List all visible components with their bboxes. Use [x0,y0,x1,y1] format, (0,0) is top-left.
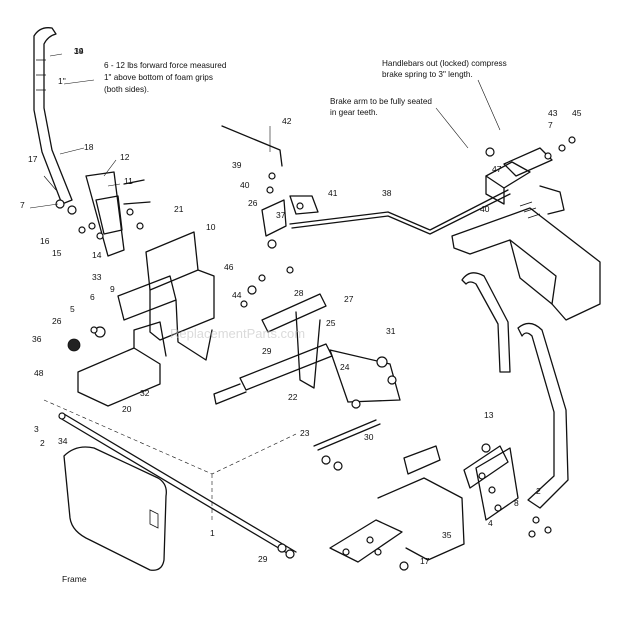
callout-29: 29 [258,554,268,564]
callout-36: 36 [32,334,42,344]
callout-48: 48 [34,368,44,378]
callout-38: 38 [382,188,392,198]
callout-40: 40 [240,180,250,190]
right-handlebars [461,272,569,509]
callout-5: 5 [70,304,75,314]
callout-44: 44 [232,290,242,300]
callout-46: 46 [224,262,234,272]
frame-label: Frame [62,574,87,584]
force-note-line3: (both sides). [104,85,149,94]
callout-26: 26 [248,198,258,208]
callout-23: 23 [300,428,310,438]
callout-28: 28 [294,288,304,298]
callout-17: 17 [28,154,38,164]
callout-27: 27 [344,294,354,304]
force-note-line2: 1" above bottom of foam grips [104,73,213,82]
callout-43: 43 [548,108,558,118]
handlebar-note-line2: brake spring to 3" length. [382,70,473,79]
brake-arm-note-line1: Brake arm to be fully seated [330,97,432,106]
callout-32: 32 [140,388,150,398]
callout-18: 18 [84,142,94,152]
callout-42: 42 [282,116,292,126]
callout-4: 4 [488,518,493,528]
callout-40: 40 [480,204,490,214]
handlebar-note-line1: Handlebars out (locked) compress [382,59,507,68]
leader-lines [29,53,501,209]
right-frame-bracket [451,207,601,321]
callout-24: 24 [340,362,350,372]
callout-20: 20 [122,404,132,414]
callout-2: 2 [536,486,541,496]
dimension-label: 1" [58,76,66,86]
right-lower-bracket [329,445,465,571]
center-linkage [221,125,511,235]
callout-3: 3 [34,424,39,434]
callout-19: 19 [74,46,84,56]
callout-7: 7 [20,200,25,210]
callout-10: 10 [206,222,216,232]
callout-9: 9 [110,284,115,294]
callout-30: 30 [364,432,374,442]
brake-assembly [485,136,576,219]
callout-14: 14 [92,250,102,260]
callout-22: 22 [288,392,298,402]
center-arms [213,266,401,409]
callout-47: 47 [492,164,502,174]
cross-shaft [58,412,297,559]
callout-11: 11 [124,176,133,186]
callout-1: 1 [210,528,215,538]
callout-37: 37 [276,210,286,220]
callout-45: 45 [572,108,582,118]
callout-7: 7 [548,120,553,130]
callout-34: 34 [74,46,84,56]
callout-8: 8 [514,498,519,508]
callout-16: 16 [40,236,50,246]
center-brackets [261,172,319,249]
notes: 6 - 12 lbs forward force measured 1" abo… [58,59,507,584]
callout-25: 25 [326,318,336,328]
frame-cover [63,446,167,571]
left-lever-assembly [55,171,151,257]
callout-26: 26 [52,316,62,326]
callout-13: 13 [484,410,494,420]
brake-arm-note-line2: in gear teeth. [330,108,378,117]
callout-21: 21 [174,204,184,214]
callout-15: 15 [52,248,62,258]
callout-17: 17 [420,556,430,566]
callout-6: 6 [90,292,95,302]
watermark: ReplacementParts.com [170,326,305,341]
left-handlebar [33,27,73,205]
callout-2: 2 [40,438,45,448]
callout-35: 35 [442,530,452,540]
callout-31: 31 [386,326,396,336]
lower-center-rod [313,419,381,471]
force-note-line1: 6 - 12 lbs forward force measured [104,61,227,70]
frame-outline [43,399,297,520]
left-lower-bracket [67,321,167,407]
callout-39: 39 [232,160,242,170]
callout-34: 34 [58,436,68,446]
right-lever-assembly [463,443,552,538]
callout-29: 29 [262,346,272,356]
callout-12: 12 [120,152,130,162]
callout-41: 41 [328,188,338,198]
callout-33: 33 [92,272,102,282]
